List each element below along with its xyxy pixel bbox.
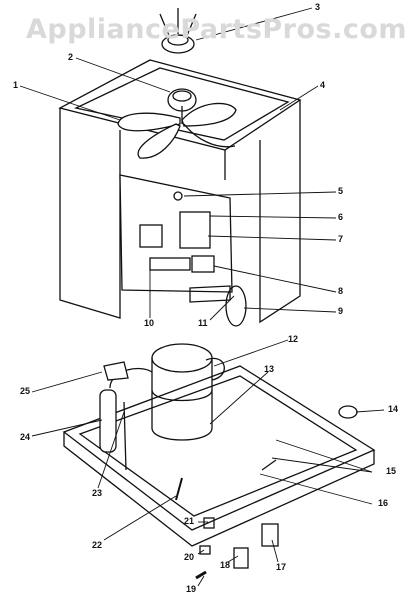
callout-22: 22 xyxy=(92,540,103,550)
callout-25: 25 xyxy=(20,386,31,396)
leader-lines xyxy=(19,7,385,587)
callout-16: 16 xyxy=(378,498,389,508)
watermark: AppliancePartsPros.com xyxy=(26,14,408,45)
callout-6: 6 xyxy=(338,212,344,222)
callout-10: 10 xyxy=(144,318,155,328)
callout-3: 3 xyxy=(315,2,321,12)
callout-24: 24 xyxy=(20,432,31,442)
callout-18: 18 xyxy=(220,560,231,570)
callout-1: 1 xyxy=(13,80,19,90)
callout-2: 2 xyxy=(68,52,74,62)
compressor xyxy=(151,343,225,441)
callout-15: 15 xyxy=(386,466,397,476)
fan-blade xyxy=(117,88,237,159)
callout-17: 17 xyxy=(276,562,287,572)
callout-20: 20 xyxy=(184,552,195,562)
small-parts xyxy=(103,361,358,580)
callout-8: 8 xyxy=(338,286,344,296)
callout-19: 19 xyxy=(186,584,197,594)
condenser-coil xyxy=(59,100,301,324)
callout-11: 11 xyxy=(198,318,208,328)
callout-7: 7 xyxy=(338,234,344,244)
base-pan xyxy=(62,365,376,547)
control-box xyxy=(119,174,247,327)
callout-4: 4 xyxy=(320,80,326,90)
callout-13: 13 xyxy=(264,364,275,374)
callout-21: 21 xyxy=(184,516,195,526)
callout-23: 23 xyxy=(92,488,103,498)
callout-12: 12 xyxy=(288,334,299,344)
fan-motor-top xyxy=(159,8,197,54)
callout-14: 14 xyxy=(388,404,399,414)
callout-5: 5 xyxy=(338,186,344,196)
callout-9: 9 xyxy=(338,306,344,316)
